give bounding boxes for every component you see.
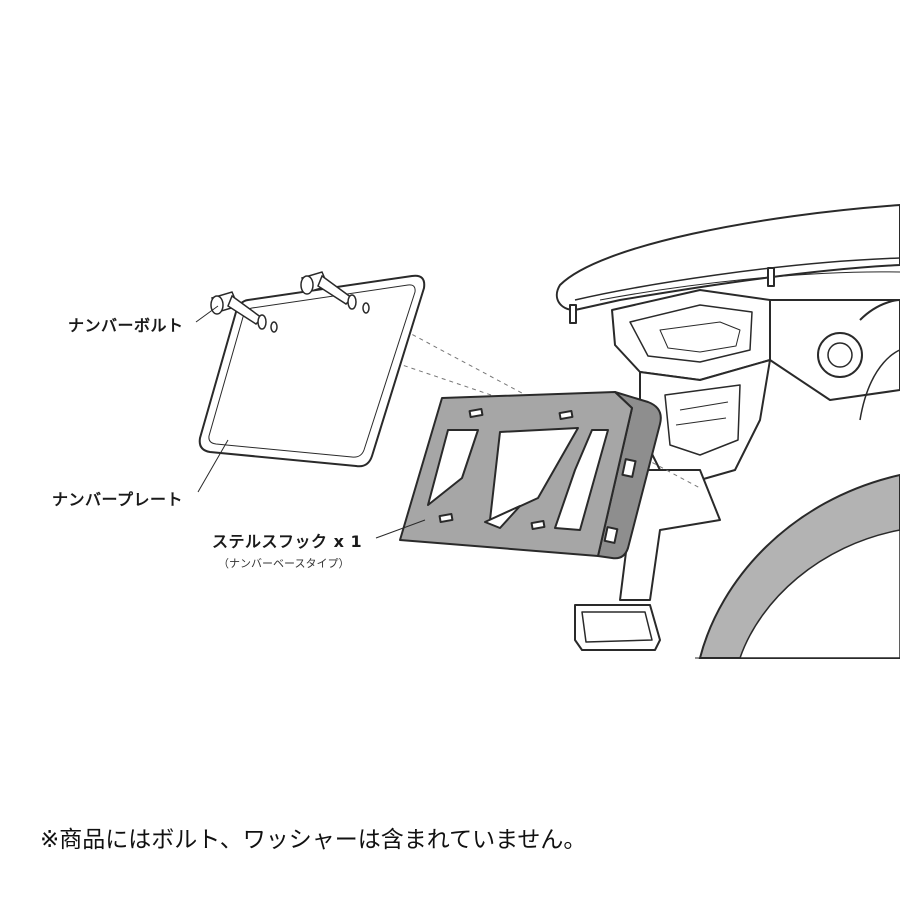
number-bolt-right [300,271,370,314]
stealth-hook-bracket [399,391,662,560]
number-plate-label: ナンバープレート [52,490,184,509]
number-bolt-left [210,291,278,333]
disclaimer-note: ※商品にはボルト、ワッシャーは含まれていません。 [40,827,587,853]
motorcycle-tail [555,204,900,651]
leader-lines [195,305,426,539]
product-type-label: （ナンバーベースタイプ） [218,557,350,570]
rear-tire [695,473,900,659]
number-bolt-label: ナンバーボルト [68,316,184,335]
product-name-label: ステルスフック x 1 [212,532,363,551]
